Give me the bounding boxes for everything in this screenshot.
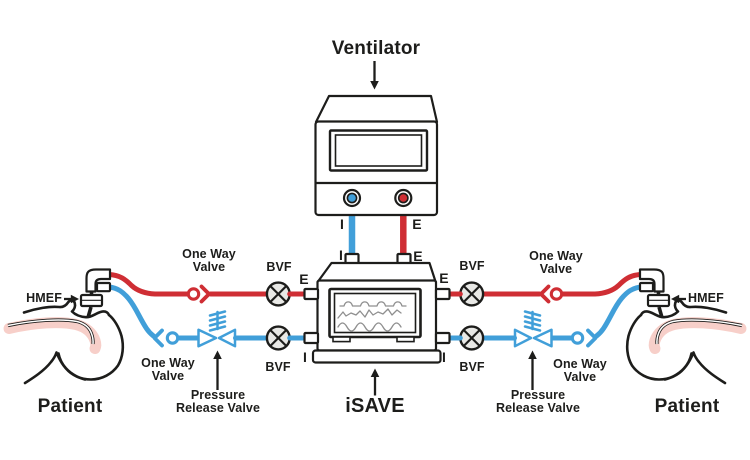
port-label-i-ventilator: I <box>340 216 344 232</box>
patient-left-label: Patient <box>37 396 103 417</box>
hmef-left-label: HMEF <box>26 291 62 305</box>
port-label-e-isave-top: E <box>413 248 423 264</box>
isave-side-port-e-left <box>303 287 320 301</box>
pressure-release-valve-left-label: Pressure Release Valve <box>175 388 260 416</box>
ventilator-arrow <box>370 61 379 90</box>
port-label-i-isave-left: I <box>303 349 307 365</box>
port-label-e-isave-left: E <box>299 271 309 287</box>
bvf-bottom-right-label: BVF <box>459 360 485 374</box>
port-label-i-isave-top: I <box>339 247 343 263</box>
isave-side-port-i-left <box>303 331 320 345</box>
pressure-release-valve-right-label: Pressure Release Valve <box>495 388 580 416</box>
patient-right-label: Patient <box>654 396 720 417</box>
isave-label: iSAVE <box>345 395 405 417</box>
one-way-valve-bottom-left-label: One Way Valve <box>141 356 195 384</box>
waveform-traces <box>337 301 407 332</box>
one-way-valve-bottom-right-label: One Way Valve <box>553 357 607 385</box>
bvf-top-right-label: BVF <box>459 259 485 273</box>
bvf-top-left-label: BVF <box>266 260 292 274</box>
port-label-i-isave-right: I <box>442 349 446 365</box>
isave-side-port-e-right <box>434 287 451 301</box>
port-label-e-isave-right: E <box>439 270 449 286</box>
isave-arrow <box>370 368 380 396</box>
port-label-e-ventilator: E <box>412 216 422 232</box>
ventilator-device <box>314 94 439 217</box>
isave-side-port-i-right <box>434 331 451 345</box>
isave-device <box>303 252 451 364</box>
one-way-valve-top-right-label: One Way Valve <box>529 249 583 277</box>
ventilator-label: Ventilator <box>331 38 421 59</box>
one-way-valve-top-left-label: One Way Valve <box>182 247 236 275</box>
bvf-bottom-left-label: BVF <box>265 360 291 374</box>
hmef-right-label: HMEF <box>688 291 724 305</box>
